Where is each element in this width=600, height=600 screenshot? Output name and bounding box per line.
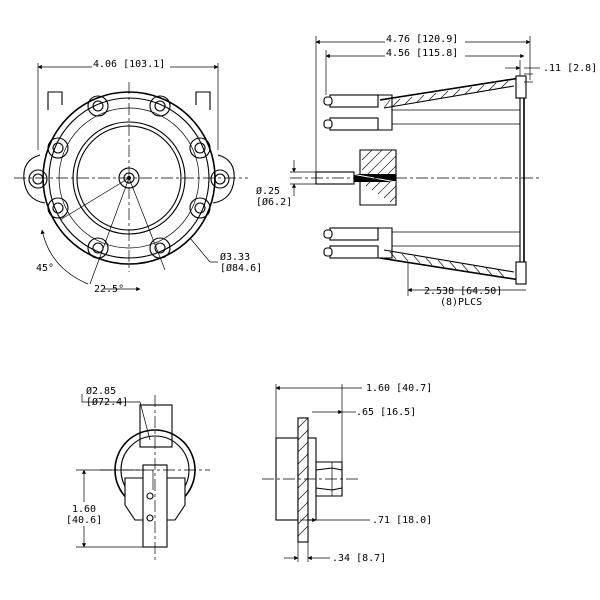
flange-thickness-dimension: .11 [2.8]	[543, 63, 597, 74]
terminal-posts	[323, 94, 393, 259]
rotor-height-label: 1.60	[72, 504, 96, 515]
rotor-diameter-label: Ø2.85	[86, 385, 116, 397]
rotor-side-view: 1.60 [40.7] .65 [16.5]	[262, 383, 432, 564]
tower-ring	[47, 95, 211, 259]
cap-side-section: 4.76 [120.9] 4.56 [115.8] .11 [2.8]	[256, 33, 597, 308]
terminal-length-dimension: 2.538 [64.50]	[424, 286, 502, 297]
rotor-tip-dimension: .65 [16.5]	[356, 407, 416, 418]
rotor-top-view: Ø2.85 [Ø72.4] 1.60 [40.6]	[66, 385, 210, 560]
cap-diameter-metric: [Ø84.6]	[220, 262, 262, 274]
rotor-body-dimension: .71 [18.0]	[372, 515, 432, 526]
cap-diameter-label: Ø3.33	[220, 251, 250, 263]
rotor-diameter-metric: [Ø72.4]	[86, 396, 128, 408]
rotor-hub-dimension: .34 [8.7]	[332, 553, 386, 564]
terminal-diameter-metric: [Ø6.2]	[256, 196, 292, 208]
rotor-length-dimension: 1.60 [40.7]	[366, 383, 432, 394]
cap-top-view: 4.06 [103.1]	[14, 58, 262, 295]
body-length-dimension: 4.56 [115.8]	[386, 48, 458, 59]
terminal-diameter-label: Ø.25	[256, 185, 280, 197]
angle-45-label: 45°	[36, 263, 54, 274]
overall-length-dimension: 4.76 [120.9]	[386, 34, 458, 45]
rotor-height-metric: [40.6]	[66, 515, 102, 526]
terminal-length-places: (8)PLCS	[440, 297, 482, 308]
angle-22-5-label: 22.5°	[94, 284, 124, 295]
cap-width-dimension: 4.06 [103.1]	[93, 59, 165, 70]
